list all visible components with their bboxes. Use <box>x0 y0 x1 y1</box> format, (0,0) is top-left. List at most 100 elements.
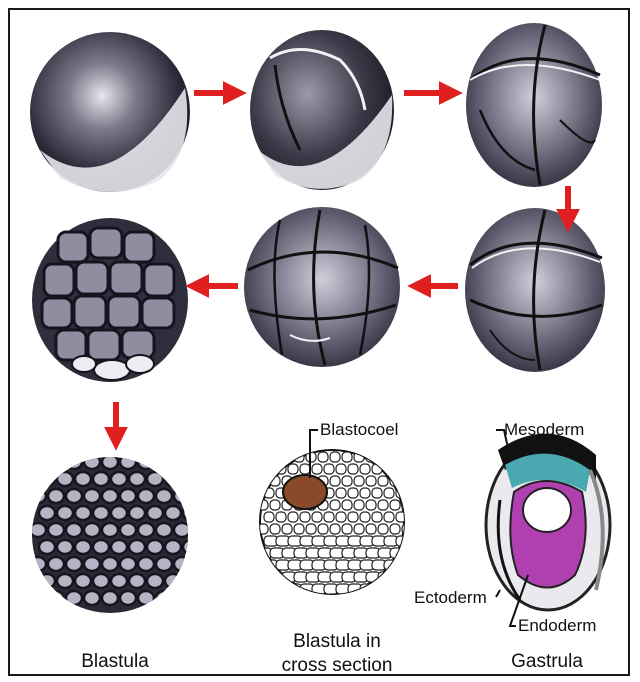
blastula-cell <box>39 574 55 588</box>
ectoderm-label: Ectoderm <box>414 588 487 608</box>
blastocoel-label: Blastocoel <box>320 420 398 440</box>
blastula-cell <box>30 523 46 537</box>
cross-section-cell <box>258 572 272 582</box>
cross-section-cell <box>312 512 322 522</box>
cross-section-cell <box>318 452 328 462</box>
blastula-cell <box>39 506 55 520</box>
blastula-cell <box>138 489 154 503</box>
blastula-cell <box>111 472 127 486</box>
cross-section-cell <box>330 452 340 462</box>
blastula-cell <box>120 557 136 571</box>
blastula-cross-section <box>258 450 422 594</box>
blastula-cell <box>138 455 154 469</box>
blastula-cell <box>84 489 100 503</box>
blastula-cell <box>174 557 190 571</box>
blastula-cell <box>84 523 100 537</box>
one-cell-embryo <box>30 32 190 192</box>
blastula-cell <box>147 506 163 520</box>
cross-section-cell <box>408 560 422 570</box>
cross-section-cell <box>396 464 406 474</box>
blastula-cell <box>183 472 199 486</box>
cross-section-cell <box>288 464 298 474</box>
cross-section-cell <box>408 536 422 546</box>
cross-section-cell <box>384 584 398 594</box>
blastula-cell <box>102 489 118 503</box>
cross-section-cell <box>300 464 310 474</box>
cross-section-cell <box>282 452 292 462</box>
cross-section-cell <box>354 476 364 486</box>
blastula-cell <box>75 540 91 554</box>
cross-section-cell <box>324 464 334 474</box>
blastula-cell <box>156 557 172 571</box>
blastula-cell <box>48 591 64 605</box>
cross-section-cell <box>354 524 364 534</box>
blastula-cell <box>48 455 64 469</box>
blastula-cell <box>120 591 136 605</box>
blastula-cell <box>165 540 181 554</box>
blastula-cell <box>39 540 55 554</box>
cross-section-cell <box>306 524 316 534</box>
blastula-cell <box>66 523 82 537</box>
cross-section-cell <box>402 572 416 582</box>
cross-section-cell <box>276 464 286 474</box>
blastula-cell <box>183 574 199 588</box>
cross-section-cell <box>360 488 370 498</box>
cross-section-cell <box>276 512 286 522</box>
four-cell-embryo <box>466 23 602 187</box>
gastrula-embryo <box>486 434 610 610</box>
blastula-cell <box>57 506 73 520</box>
blastula-cell <box>102 557 118 571</box>
cross-section-cell <box>348 488 358 498</box>
cross-section-cell <box>402 548 416 558</box>
cross-section-cell <box>342 524 352 534</box>
cross-section-cell <box>372 512 382 522</box>
cross-section-cell <box>408 464 418 474</box>
blastula-cell <box>174 455 190 469</box>
cross-section-cell <box>390 500 400 510</box>
cross-section-cell <box>390 572 404 582</box>
blastula-cell <box>147 540 163 554</box>
blastula-cell <box>156 591 172 605</box>
cross-section-cell <box>288 584 302 594</box>
cross-section-cell <box>330 476 340 486</box>
blastula-cell <box>120 455 136 469</box>
ectoderm-leader <box>496 590 500 597</box>
blastula-cell <box>174 591 190 605</box>
blastula-cell <box>48 489 64 503</box>
cross-section-cell <box>300 512 310 522</box>
cross-section-cell <box>258 500 268 510</box>
blastula-cell <box>156 523 172 537</box>
cross-section-cell <box>390 524 400 534</box>
blastula-cell <box>174 523 190 537</box>
cross-section-cell <box>384 488 394 498</box>
blastula-cell <box>111 540 127 554</box>
cross-section-cell <box>336 512 346 522</box>
blastula-cell <box>183 506 199 520</box>
blastula-cell <box>138 591 154 605</box>
cross-section-cell <box>402 452 412 462</box>
cross-section-cell <box>360 464 370 474</box>
cross-section-cell <box>396 560 410 570</box>
blastula-cell <box>129 472 145 486</box>
blastula-cell <box>30 591 46 605</box>
blastula-cell <box>120 523 136 537</box>
cross-section-cell <box>378 524 388 534</box>
blastula-cell <box>48 523 64 537</box>
blastula-cell <box>75 472 91 486</box>
blastula-cell <box>84 455 100 469</box>
cross-section-cell <box>270 572 284 582</box>
blastula-cell <box>183 540 199 554</box>
cross-section-cell <box>330 524 340 534</box>
cross-section-cell <box>378 476 388 486</box>
blastula-cell <box>66 455 82 469</box>
blastula-cell <box>30 557 46 571</box>
cross-section-cell <box>270 500 280 510</box>
cross-section-cell <box>366 500 376 510</box>
blastula-embryo <box>30 455 199 613</box>
eight-cell-embryo <box>465 208 605 372</box>
blastula-cell <box>66 591 82 605</box>
cross-section-cell <box>258 476 268 486</box>
cross-section-cell <box>384 560 398 570</box>
cross-section-cell <box>264 512 274 522</box>
cross-section-cell <box>396 488 406 498</box>
